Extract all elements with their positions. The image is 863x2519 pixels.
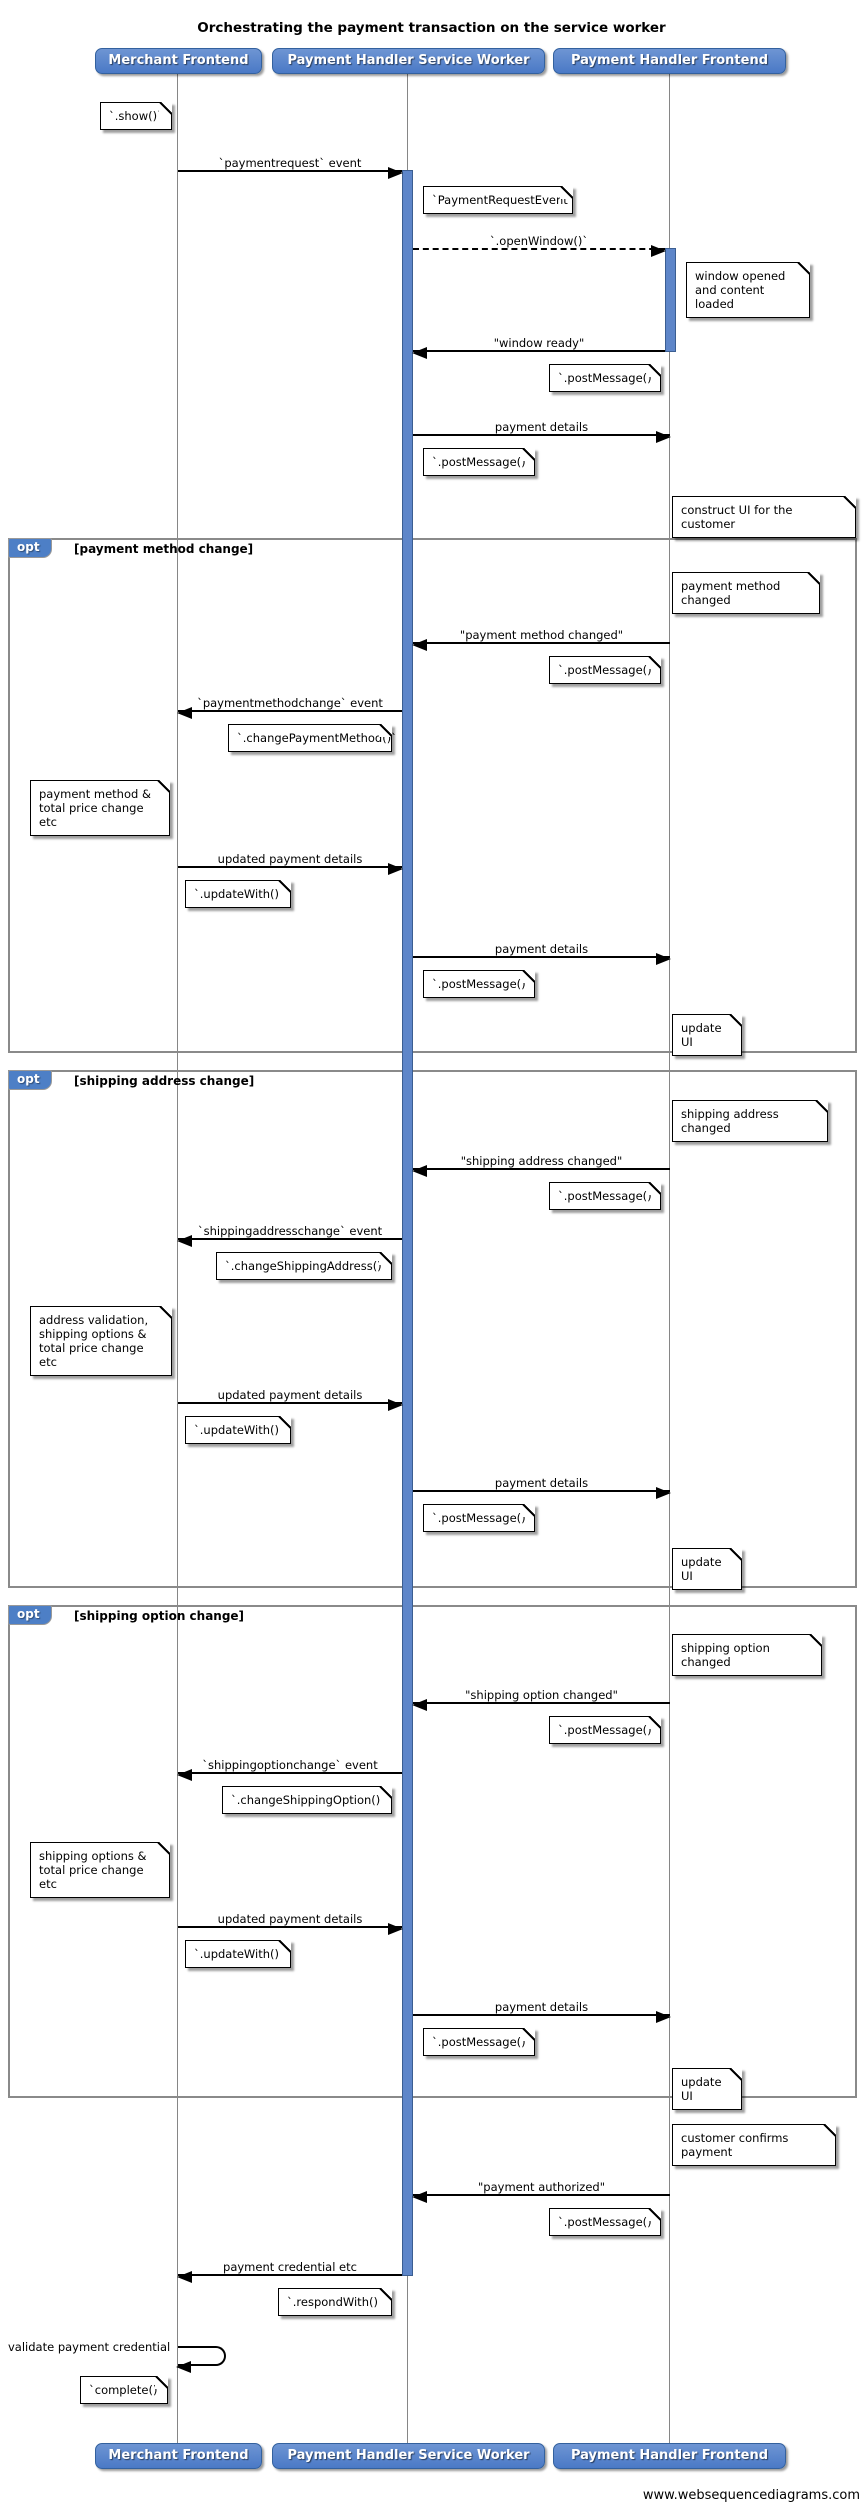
arrowhead-right-icon [656,953,671,965]
message-paymentrequest-event: `paymentrequest` event [178,156,403,179]
opt-condition: [shipping address change] [74,1074,255,1088]
arrowhead-right-icon [388,1399,403,1411]
participant-merchant-bottom: Merchant Frontend [95,2443,262,2469]
message-paymentmethodchange-event: `paymentmethodchange` event [177,696,402,719]
opt-fragment-shipping-address: opt [shipping address change] [8,1070,857,1588]
note-payment-method-total-price: payment method & total price change etc [30,780,170,836]
note-address-validation: address validation, shipping options & t… [30,1306,172,1376]
arrowhead-left-icon [412,2191,427,2203]
message-payment-details-1: payment details [413,420,671,443]
participant-merchant-top: Merchant Frontend [95,48,262,74]
arrowhead-left-icon [177,707,192,719]
note-update-ui-1: update UI [672,1014,742,1056]
note-post-message-4: `.postMessage()` [423,970,535,998]
note-update-ui-3: update UI [672,2068,742,2110]
message-payment-method-changed: "payment method changed" [412,628,670,651]
message-payment-details-3: payment details [413,1476,671,1499]
note-update-with-1: `.updateWith()` [185,880,291,908]
message-payment-credential: payment credential etc [177,2260,402,2283]
arrowhead-left-icon [412,639,427,651]
message-updated-payment-details-2: updated payment details [178,1388,403,1411]
note-complete: `complete()` [80,2376,168,2404]
note-shipping-address-changed: shipping address changed [672,1100,828,1142]
note-post-message-1: `.postMessage()` [549,364,661,392]
participant-frontend-bottom: Payment Handler Frontend [553,2443,786,2469]
participant-frontend-top: Payment Handler Frontend [553,48,786,74]
lifeline-merchant [177,74,178,2443]
arrowhead-left-icon [177,1769,192,1781]
message-shippingoptionchange-event: `shippingoptionchange` event [177,1758,402,1781]
note-window-opened: window opened and content loaded [686,262,810,318]
note-post-message-6: `.postMessage()` [423,1504,535,1532]
arrowhead-right-icon [388,1923,403,1935]
message-shippingaddresschange-event: `shippingaddresschange` event [177,1224,402,1247]
note-post-message-8: `.postMessage()` [423,2028,535,2056]
message-validate-credential-label: validate payment credential [8,2340,171,2354]
opt-condition: [payment method change] [74,542,254,556]
message-payment-details-4: payment details [413,2000,671,2023]
lifeline-frontend [669,74,670,2443]
participant-service-worker-bottom: Payment Handler Service Worker [272,2443,545,2469]
note-post-message-3: `.postMessage()` [549,656,661,684]
diagram-title: Orchestrating the payment transaction on… [197,20,666,36]
note-customer-confirms: customer confirms payment [672,2124,836,2166]
note-change-payment-method: `.changePaymentMethod()` [228,724,397,752]
message-updated-payment-details-3: updated payment details [178,1912,403,1935]
arrowhead-left-icon [177,1235,192,1247]
note-post-message-9: `.postMessage()` [549,2208,661,2236]
note-show: `.show()` [100,102,172,130]
note-payment-method-changed: payment method changed [672,572,820,614]
message-validate-credential-self-arrow [176,2346,226,2373]
activation-frontend [665,248,676,352]
opt-keyword-tab: opt [8,1070,52,1090]
message-open-window: `.openWindow()` [413,234,666,257]
message-updated-payment-details-1: updated payment details [178,852,403,875]
opt-keyword-tab: opt [8,538,52,558]
opt-fragment-shipping-option: opt [shipping option change] [8,1605,857,2098]
arrowhead-right-icon [388,167,403,179]
opt-fragment-payment-method: opt [payment method change] [8,538,857,1053]
note-payment-request-event: `PaymentRequestEvent` [423,186,574,214]
note-shipping-option-changed: shipping option changed [672,1634,822,1676]
note-post-message-7: `.postMessage()` [549,1716,661,1744]
note-change-shipping-option: `.changeShippingOption()` [222,1786,392,1814]
message-payment-authorized: "payment authorized" [412,2180,670,2203]
arrowhead-right-icon [651,245,666,257]
activation-service-worker [402,170,413,2276]
arrowhead-left-icon [412,1699,427,1711]
arrowhead-left-icon [176,2361,191,2373]
message-payment-details-2: payment details [413,942,671,965]
note-post-message-5: `.postMessage()` [549,1182,661,1210]
arrowhead-left-icon [412,1165,427,1177]
arrowhead-right-icon [656,2011,671,2023]
note-respond-with: `.respondWith()` [278,2288,392,2316]
note-update-with-3: `.updateWith()` [185,1940,291,1968]
message-shipping-option-changed: "shipping option changed" [412,1688,670,1711]
note-update-ui-2: update UI [672,1548,742,1590]
message-shipping-address-changed: "shipping address changed" [412,1154,670,1177]
note-construct-ui: construct UI for the customer [672,496,856,538]
participant-service-worker-top: Payment Handler Service Worker [272,48,545,74]
arrowhead-right-icon [656,1487,671,1499]
arrowhead-left-icon [177,2271,192,2283]
note-shipping-options-total-price: shipping options & total price change et… [30,1842,170,1898]
arrowhead-right-icon [388,863,403,875]
note-update-with-2: `.updateWith()` [185,1416,291,1444]
note-post-message-2: `.postMessage()` [423,448,535,476]
note-change-shipping-address: `.changeShippingAddress()` [216,1252,392,1280]
message-window-ready: "window ready" [412,336,665,359]
watermark: www.websequencediagrams.com [642,2488,860,2503]
arrowhead-right-icon [656,431,671,443]
arrowhead-left-icon [412,347,427,359]
opt-condition: [shipping option change] [74,1609,245,1623]
opt-keyword-tab: opt [8,1605,52,1625]
